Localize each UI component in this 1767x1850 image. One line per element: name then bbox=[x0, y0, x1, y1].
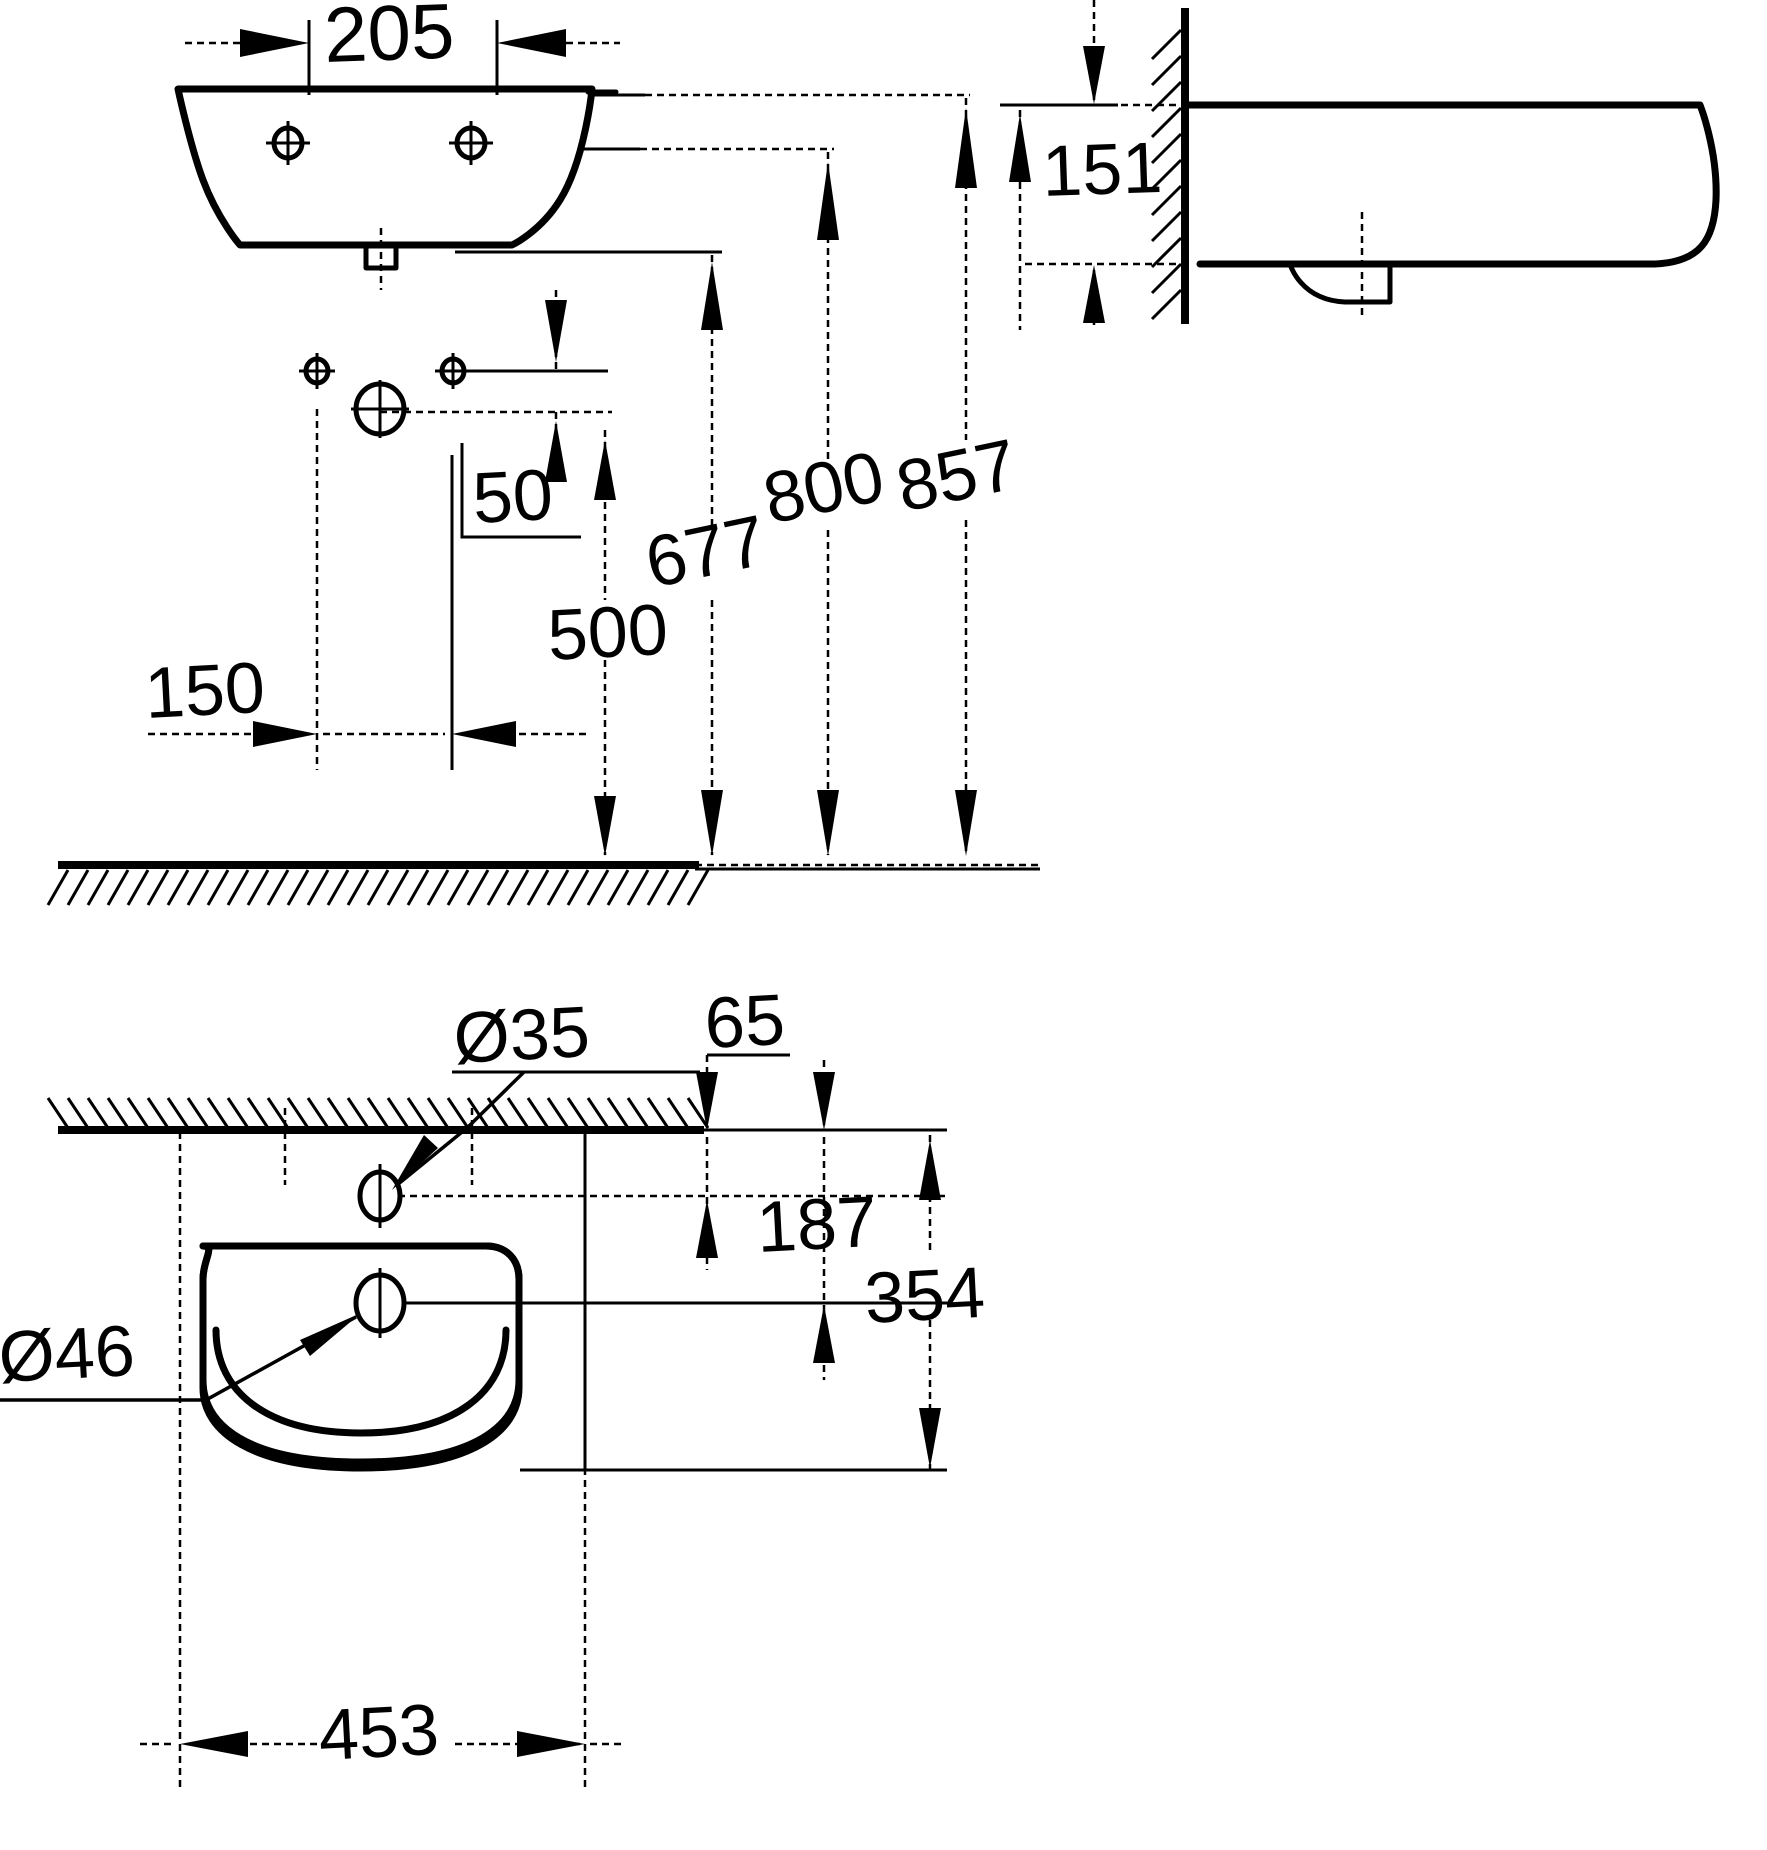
dim-label-151: 151 bbox=[1041, 128, 1164, 212]
dim-label-205: 205 bbox=[323, 0, 456, 79]
side-elevation-view: 151 bbox=[1000, 0, 1720, 330]
dimension-354: 354 bbox=[520, 1135, 987, 1475]
dimension-65: 65 bbox=[696, 980, 790, 1270]
basin-plan-outline bbox=[199, 1242, 523, 1472]
floor-ground-line bbox=[46, 861, 1040, 906]
front-reference-lines bbox=[583, 89, 970, 151]
dimension-150: 150 bbox=[143, 409, 590, 770]
dim-label-d35: Ø35 bbox=[452, 992, 592, 1079]
dim-label-453: 453 bbox=[317, 1690, 441, 1776]
dimension-677: 677 bbox=[639, 255, 773, 856]
dim-label-50: 50 bbox=[471, 455, 555, 539]
dimension-205 bbox=[185, 20, 620, 95]
dimension-500: 500 bbox=[546, 430, 670, 856]
dim-label-500: 500 bbox=[546, 590, 670, 676]
plan-tap-hole: Ø35 bbox=[357, 992, 947, 1228]
dim-label-677: 677 bbox=[639, 500, 773, 603]
wall-fixing-marks bbox=[299, 353, 471, 438]
dimension-50: 50 bbox=[380, 290, 612, 539]
basin-side-outline bbox=[1181, 101, 1720, 318]
dim-label-354: 354 bbox=[863, 1253, 987, 1339]
dimension-187: 187 bbox=[755, 1060, 879, 1380]
dimension-800: 800 bbox=[757, 152, 891, 856]
dim-label-65: 65 bbox=[703, 980, 787, 1064]
dim-label-800: 800 bbox=[757, 436, 891, 539]
dim-label-187: 187 bbox=[755, 1182, 879, 1268]
front-elevation-view: 50 500 677 800 bbox=[46, 20, 1040, 906]
wall-hatch-side bbox=[1150, 8, 1189, 324]
dimension-857: 857 bbox=[890, 98, 1024, 856]
plan-extension-lines bbox=[178, 1108, 587, 1790]
dim-label-d46: Ø46 bbox=[0, 1311, 137, 1398]
front-mounting-hole-right bbox=[449, 121, 493, 165]
plan-outlet-hole: Ø46 bbox=[0, 1268, 947, 1402]
dim-label-857: 857 bbox=[890, 424, 1024, 527]
dimension-151: 151 bbox=[1000, 0, 1188, 330]
plan-view: Ø35 Ø46 65 bbox=[0, 980, 987, 1790]
front-mounting-hole-left bbox=[266, 121, 310, 165]
dim-label-150: 150 bbox=[143, 648, 267, 734]
dimension-453: 453 bbox=[140, 1690, 625, 1776]
wall-hatch-plan bbox=[46, 1097, 947, 1134]
basin-front-outline bbox=[174, 85, 596, 290]
